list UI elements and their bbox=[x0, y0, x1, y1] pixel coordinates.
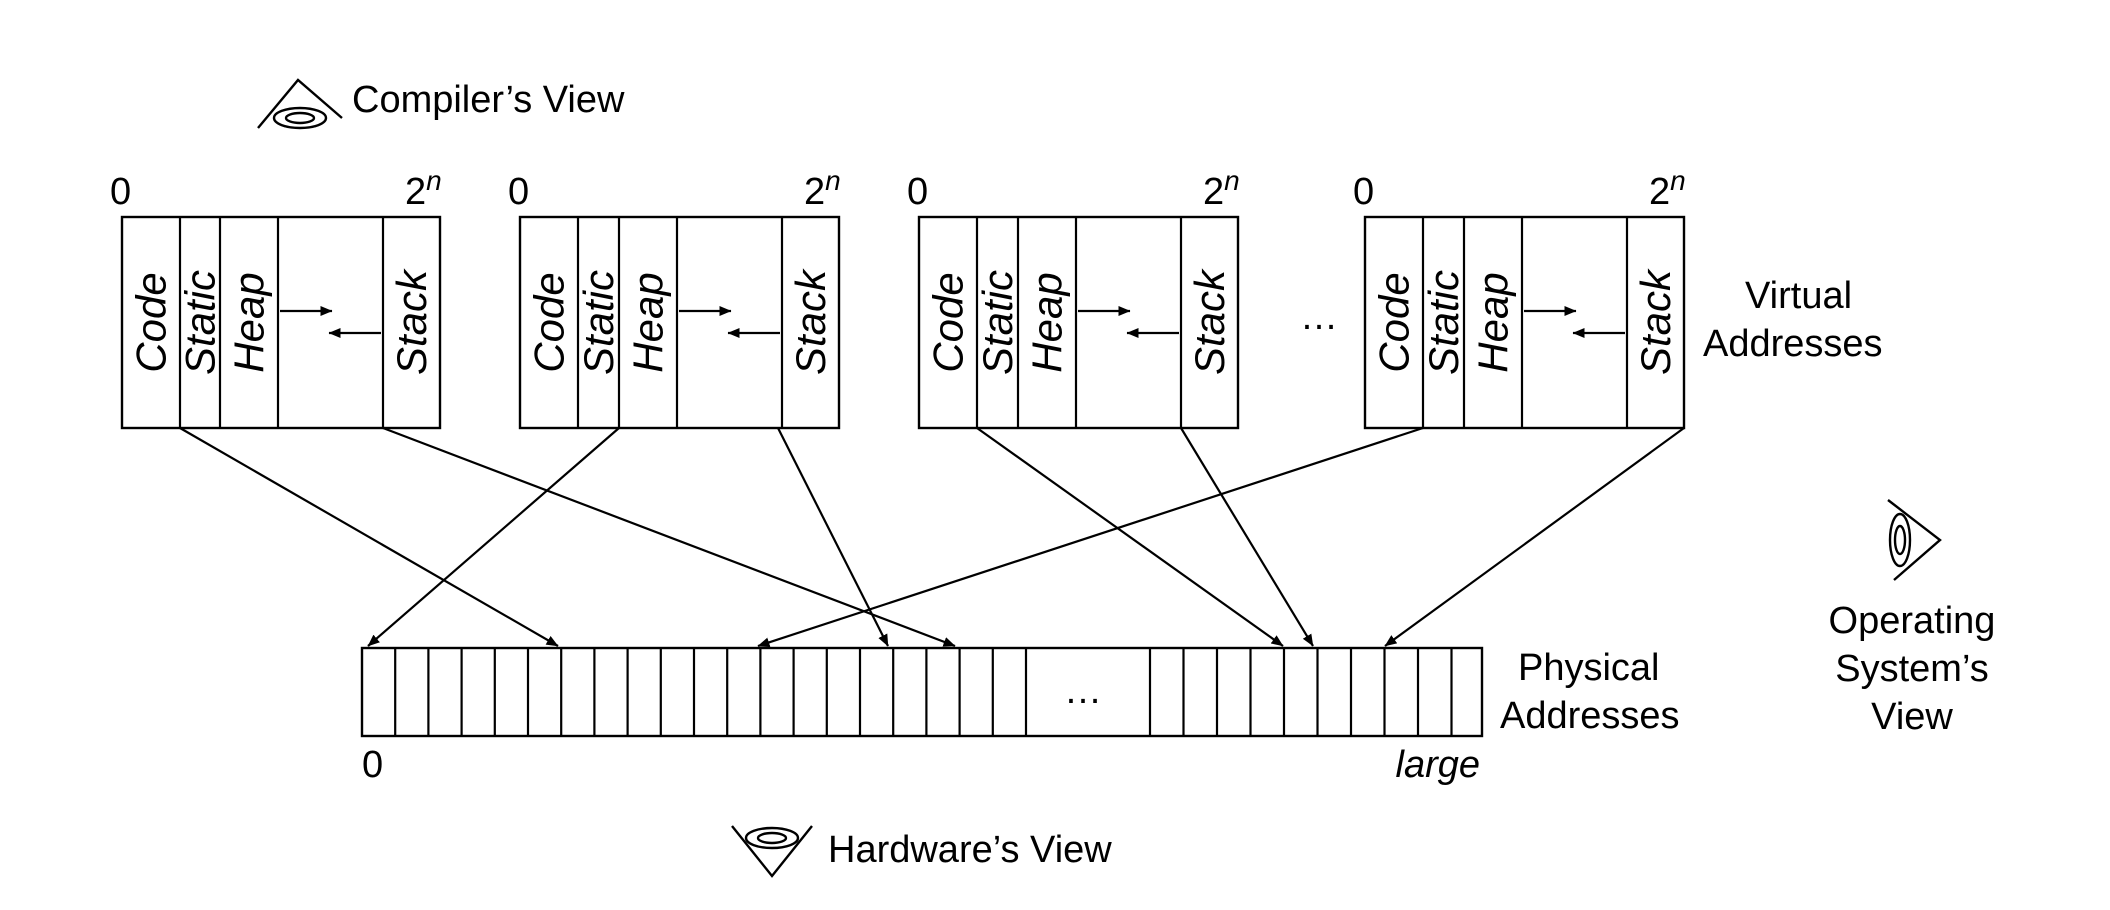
virtual-start-label: 0 bbox=[1353, 171, 1374, 213]
hardware-eye-icon bbox=[731, 825, 813, 878]
mapping-arrows bbox=[179, 426, 1685, 648]
segment-code: Code bbox=[128, 272, 175, 372]
address-space-box bbox=[518, 215, 841, 430]
os-view-label-line1: Operating bbox=[1829, 600, 1996, 642]
segment-static: Static bbox=[575, 270, 622, 375]
virtual-start-label: 0 bbox=[907, 171, 928, 213]
mapping-arrow bbox=[777, 427, 889, 647]
mapping-arrow bbox=[1384, 427, 1685, 647]
os-view-label-line3: View bbox=[1871, 696, 1953, 738]
virtual-ellipsis: … bbox=[1300, 296, 1338, 338]
virtual-end-label: 2n bbox=[1203, 165, 1240, 213]
virtual-start-label: 0 bbox=[508, 171, 529, 213]
virtual-end-label: 2n bbox=[405, 165, 442, 213]
virtual-end-label: 2n bbox=[1649, 165, 1686, 213]
mapping-arrow bbox=[179, 427, 559, 647]
address-space-box bbox=[917, 215, 1240, 430]
segment-stack: Stack bbox=[1186, 268, 1233, 375]
compiler-view-label: Compiler’s View bbox=[352, 79, 625, 121]
segment-heap: Heap bbox=[1470, 272, 1517, 372]
virtual-addresses-label-line1: Virtual bbox=[1745, 275, 1852, 317]
segment-code: Code bbox=[526, 272, 573, 372]
segment-heap: Heap bbox=[625, 272, 672, 372]
mapping-arrow bbox=[382, 426, 956, 648]
physical-addresses-label-line1: Physical bbox=[1518, 647, 1660, 689]
compiler-eye-icon bbox=[257, 78, 343, 130]
os-view-label-line2: System’s bbox=[1835, 648, 1988, 690]
segment-stack: Stack bbox=[787, 268, 834, 375]
physical-addresses-label-line2: Addresses bbox=[1500, 695, 1680, 737]
segment-code: Code bbox=[925, 272, 972, 372]
segment-static: Static bbox=[974, 270, 1021, 375]
segment-static: Static bbox=[177, 270, 224, 375]
virtual-start-label: 0 bbox=[110, 171, 131, 213]
mapping-arrow bbox=[367, 427, 620, 647]
physical-memory bbox=[360, 646, 1484, 738]
physical-ellipsis: … bbox=[1064, 670, 1102, 712]
segment-stack: Stack bbox=[1632, 268, 1679, 375]
segment-stack: Stack bbox=[388, 268, 435, 375]
segment-code: Code bbox=[1371, 272, 1418, 372]
address-space-box bbox=[1363, 215, 1686, 430]
virtual-end-label: 2n bbox=[804, 165, 841, 213]
mapping-arrow bbox=[1180, 427, 1314, 647]
physical-start-label: 0 bbox=[362, 744, 383, 786]
mapping-arrow bbox=[976, 427, 1284, 647]
physical-memory-box bbox=[360, 646, 1484, 738]
hardware-view-label: Hardware’s View bbox=[828, 829, 1112, 871]
segment-heap: Heap bbox=[226, 272, 273, 372]
virtual-addresses-label-line2: Addresses bbox=[1703, 323, 1883, 365]
mapping-arrow bbox=[757, 426, 1424, 648]
os-eye-icon bbox=[1887, 499, 1942, 581]
physical-end-label: large bbox=[1396, 744, 1481, 786]
segment-static: Static bbox=[1420, 270, 1467, 375]
segment-heap: Heap bbox=[1024, 272, 1071, 372]
address-space-box bbox=[120, 215, 442, 430]
